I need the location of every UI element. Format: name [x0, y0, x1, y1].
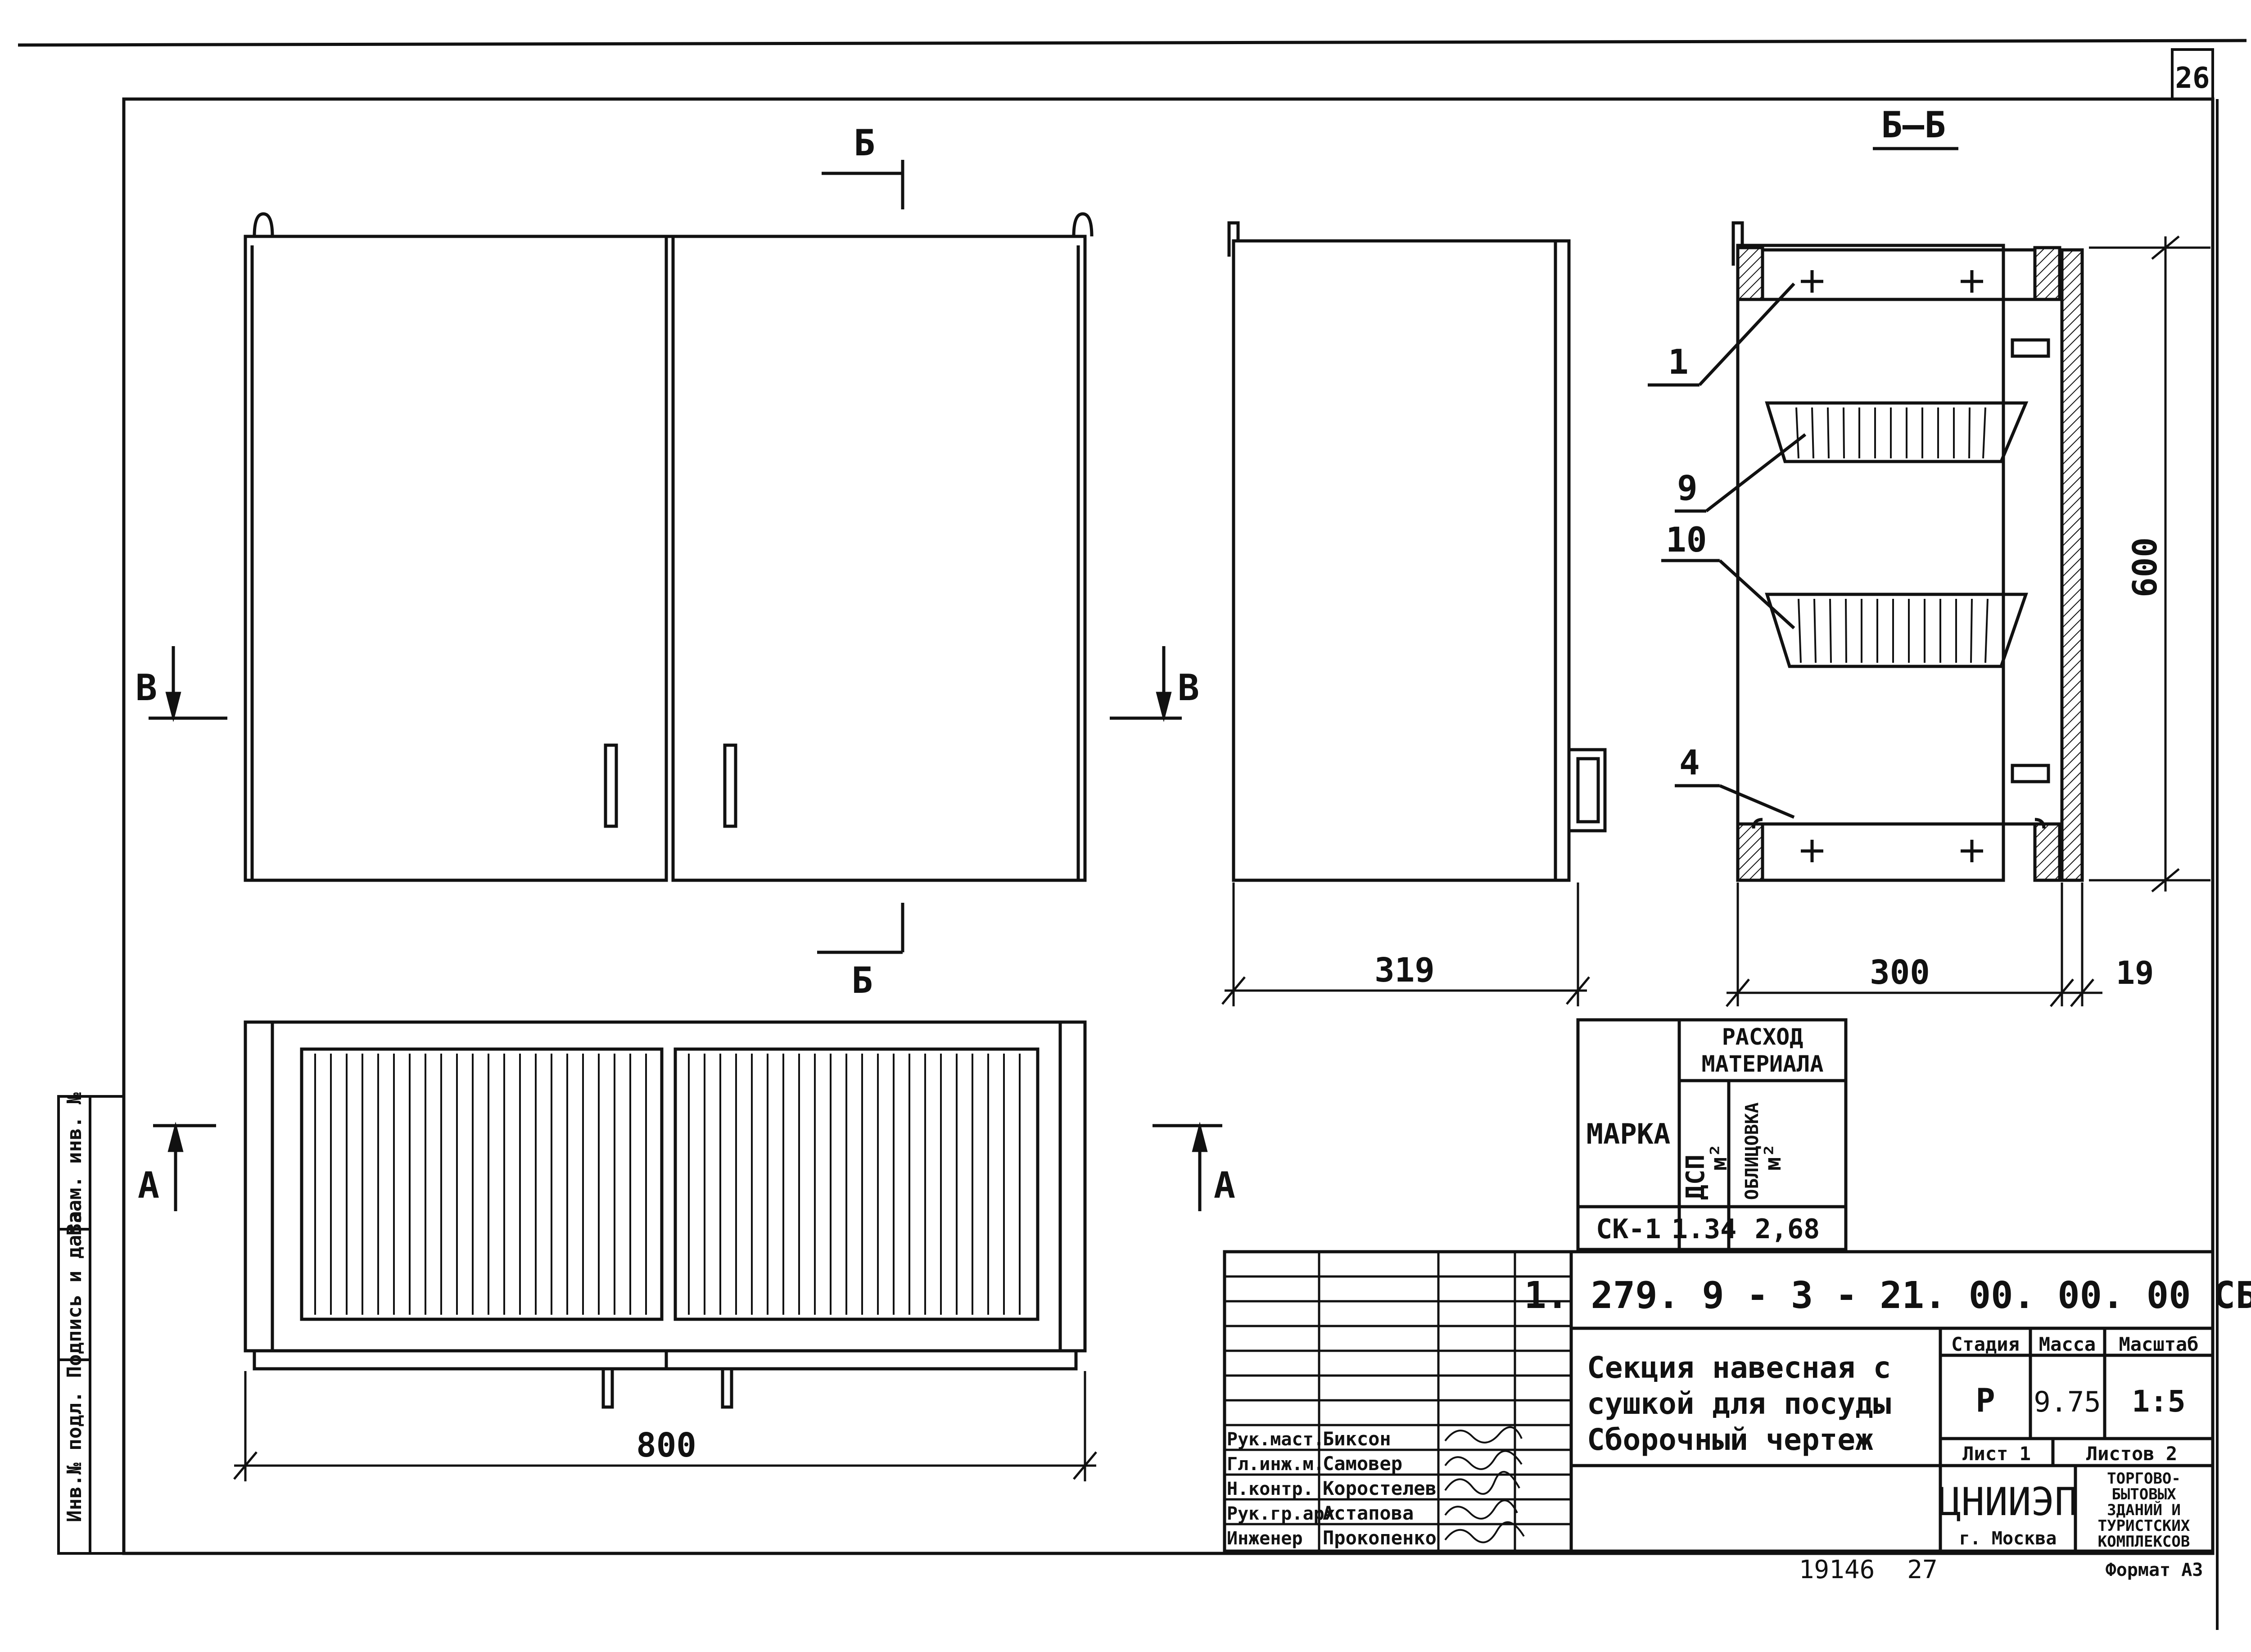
- section-bb-title: Б–Б: [1881, 104, 1946, 146]
- org-desc-1: ТОРГОВО-: [2107, 1470, 2181, 1488]
- side-stamp-replace: Взам. инв. №: [63, 1092, 86, 1236]
- stage-label: Стадия: [1951, 1333, 2020, 1355]
- staff-name-3: Коростелев: [1323, 1477, 1437, 1499]
- cut-b-bottom-label: Б: [851, 960, 873, 1001]
- org-desc-5: КОМПЛЕКСОВ: [2098, 1533, 2190, 1551]
- cut-v-marks: [149, 646, 1182, 722]
- table-header-line1: РАСХОД: [1722, 1024, 1804, 1050]
- side-stamp-sign: Подпись и дата: [63, 1211, 86, 1378]
- left-door-handle: [604, 743, 618, 828]
- table-col-oblic: ОБЛИЦОВКА: [1742, 1102, 1763, 1200]
- staff-name-5: Прокопенко: [1323, 1527, 1437, 1549]
- mass-label: Масса: [2039, 1333, 2096, 1355]
- side-stamp: [57, 1095, 125, 1555]
- dim-319-label: 319: [1374, 951, 1435, 990]
- scale-label: Масштаб: [2119, 1333, 2198, 1355]
- sheets-total: Листов 2: [2086, 1443, 2177, 1465]
- plan-slats-right: [688, 1054, 1021, 1315]
- staff-role-1: Рук.маст.: [1227, 1429, 1324, 1450]
- plan-slats-left: [314, 1054, 647, 1315]
- archive-subnumber: 27: [1907, 1555, 1937, 1584]
- staff-role-2: Гл.инж.м.: [1227, 1454, 1324, 1475]
- cut-v-right-label: В: [1178, 667, 1199, 709]
- dim-600: [2089, 235, 2210, 892]
- side-stamp-inv: Инв.№ подл.: [63, 1391, 86, 1522]
- dim-300-label: 300: [1870, 953, 1930, 992]
- table-oblic-value: 2,68: [1755, 1213, 1820, 1245]
- plan-view: [244, 1020, 1087, 1409]
- material-table: [1576, 1018, 1848, 1251]
- side-view: [1227, 221, 1607, 882]
- callout-9: 9: [1677, 468, 1698, 508]
- table-mark-value: СК-1: [1596, 1213, 1661, 1245]
- org-name: ЦНИИЭП: [1938, 1480, 2078, 1525]
- dim-19-label: 19: [2116, 955, 2154, 991]
- cut-a-marks: [153, 1122, 1222, 1211]
- cut-a-left-label: А: [138, 1164, 159, 1206]
- sheet-frame: [18, 39, 2247, 1555]
- table-col-mark: МАРКА: [1587, 1118, 1671, 1150]
- table-col-dsp-unit: м²: [1706, 1144, 1732, 1171]
- staff-role-4: Рук.гр.арх: [1227, 1503, 1335, 1524]
- section-bb: [1648, 221, 2084, 882]
- callout-4: 4: [1679, 742, 1700, 783]
- title-block-grid: [1225, 1252, 1571, 1551]
- stage-value: Р: [1975, 1381, 1995, 1419]
- signatures: [1444, 1426, 1525, 1543]
- org-desc-2: БЫТОВЫХ: [2111, 1485, 2176, 1503]
- table-col-dsp: ДСП: [1681, 1154, 1710, 1200]
- drawing-code: 1. 279. 9 - 3 - 21. 00. 00. 00 СБ: [1524, 1274, 2251, 1317]
- basket-lower: [1765, 593, 2028, 668]
- page-number-box: 26: [2171, 48, 2214, 100]
- drawing-name-line2: сушкой для посуды: [1587, 1386, 1891, 1421]
- title-block: [1223, 1250, 2215, 1553]
- table-dsp-value: 1.34: [1672, 1213, 1737, 1245]
- callout-1: 1: [1668, 342, 1689, 382]
- org-desc-4: ТУРИСТСКИХ: [2098, 1517, 2190, 1535]
- cut-b-top-label: Б: [854, 122, 875, 164]
- page-number: 26: [2175, 62, 2210, 95]
- table-header-line2: МАТЕРИАЛА: [1702, 1051, 1824, 1077]
- staff-role-5: Инженер: [1227, 1528, 1303, 1549]
- table-col-oblic-unit: м²: [1760, 1144, 1786, 1171]
- archive-number: 19146: [1799, 1555, 1875, 1584]
- basket-upper: [1765, 401, 2029, 463]
- org-desc-3: ЗДАНИЙ И: [2107, 1501, 2181, 1519]
- cut-a-right-label: А: [1214, 1164, 1235, 1206]
- dim-319: [1221, 883, 1590, 1006]
- staff-name-4: Астапова: [1323, 1502, 1414, 1524]
- plus-markers: [1801, 270, 1983, 862]
- dim-800: [233, 1371, 1097, 1481]
- dim-800-label: 800: [636, 1426, 696, 1465]
- cut-b-marks: [817, 160, 904, 954]
- staff-name-2: Самовер: [1323, 1453, 1402, 1475]
- dim-300-19: [1726, 883, 2102, 1007]
- scale-value: 1:5: [2132, 1384, 2185, 1419]
- cut-v-left-label: В: [136, 667, 157, 709]
- mass-value: 9.75: [2034, 1385, 2101, 1418]
- callout-10: 10: [1666, 520, 1707, 560]
- staff-name-1: Биксон: [1323, 1428, 1391, 1450]
- sheet-format: Формат А3: [2106, 1560, 2203, 1580]
- drawing-name-line1: Секция навесная с: [1587, 1350, 1891, 1385]
- sheet-number: Лист 1: [1962, 1443, 2031, 1465]
- staff-role-3: Н.контр.: [1227, 1479, 1314, 1499]
- dim-600-label: 600: [2126, 537, 2165, 597]
- drawing-name-line3: Сборочный чертеж: [1587, 1422, 1873, 1457]
- front-view: [244, 212, 1094, 882]
- right-door-handle: [723, 743, 737, 828]
- org-city: г. Москва: [1959, 1528, 2057, 1549]
